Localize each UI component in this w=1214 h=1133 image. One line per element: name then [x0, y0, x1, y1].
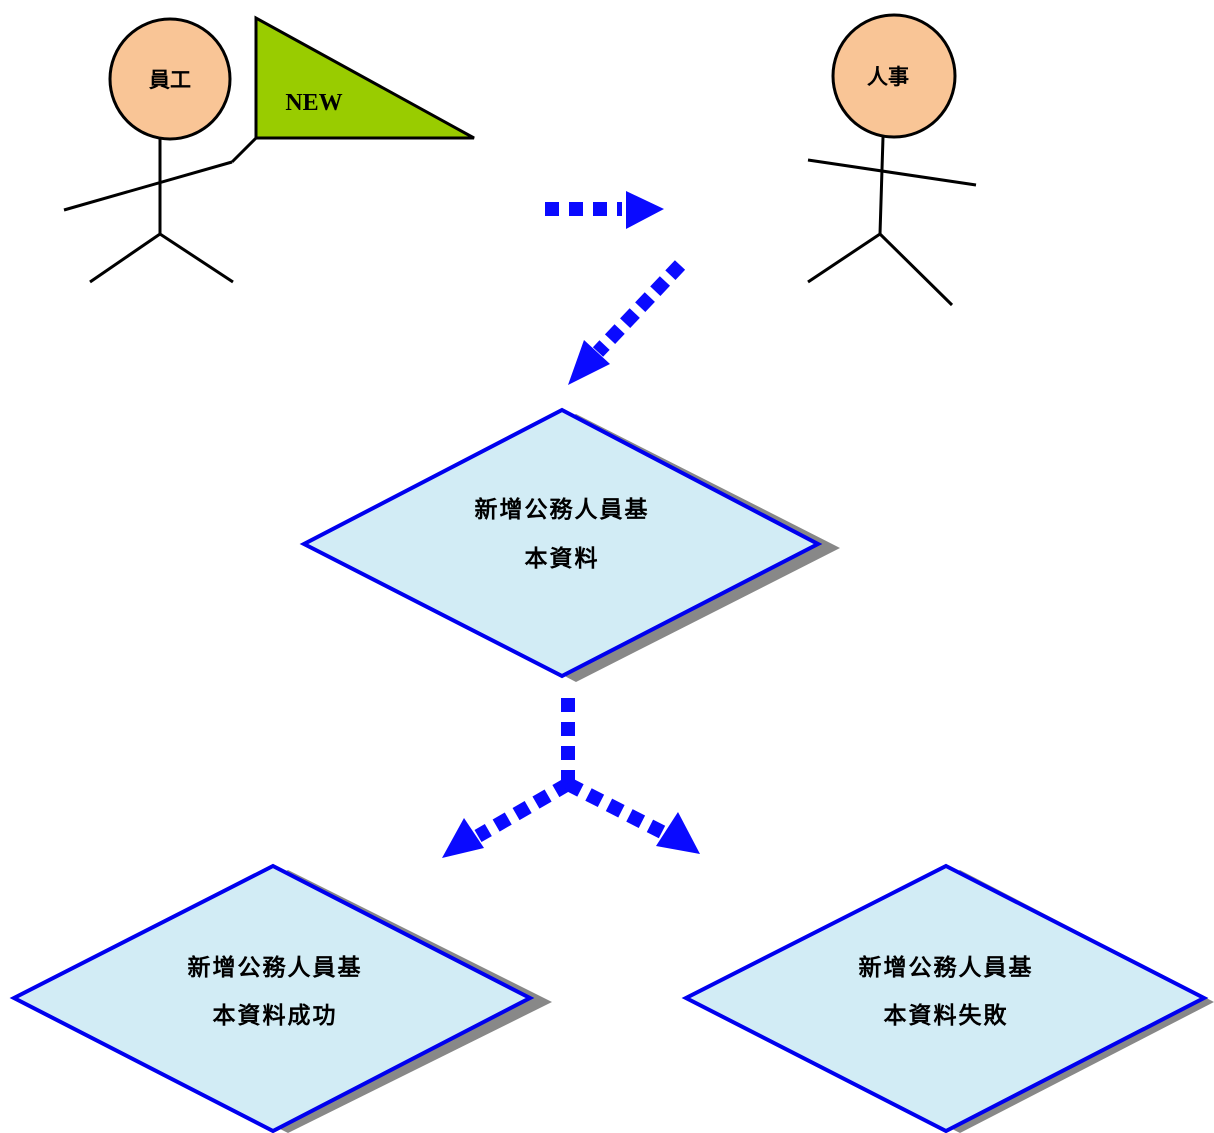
arrow-add-split: [442, 698, 700, 858]
node-success: 新增公務人員基 本資料成功: [9, 863, 552, 1133]
new-flag: NEW: [230, 15, 475, 164]
flag-pole: [230, 136, 258, 164]
actor-employee-leg-right: [159, 232, 234, 284]
actor-hr-label: 人事: [867, 64, 909, 89]
actor-hr-body: [878, 136, 885, 235]
node-success-label-line2: 本資料成功: [213, 1002, 338, 1029]
actor-employee-label: 員工: [148, 67, 191, 92]
node-failure-diamond: [681, 863, 1209, 1133]
actor-hr-leg-left: [807, 232, 881, 284]
node-failure-label-line2: 本資料失敗: [884, 1002, 1009, 1029]
actor-hr-head: [831, 13, 957, 139]
node-add: 新增公務人員基 本資料: [299, 407, 840, 682]
actor-hr-leg-right: [878, 232, 954, 307]
arrow-employee-to-hr: [545, 191, 664, 229]
node-success-diamond: [9, 863, 535, 1133]
node-failure: 新增公務人員基 本資料失敗: [681, 863, 1214, 1133]
node-add-diamond: [299, 407, 823, 679]
actor-hr-arms: [807, 158, 977, 187]
node-add-label-line2: 本資料: [525, 545, 600, 572]
node-failure-label-line1: 新增公務人員基: [859, 954, 1034, 981]
node-add-label-line1: 新增公務人員基: [475, 496, 650, 523]
actor-employee-leg-left: [89, 232, 161, 284]
actor-employee-arms: [63, 160, 233, 212]
node-success-label-line1: 新增公務人員基: [188, 954, 363, 981]
flag-label: NEW: [285, 90, 342, 116]
flag-pennant: [254, 15, 475, 140]
actor-hr: 人事: [807, 13, 977, 307]
arrow-hr-to-add: [568, 260, 686, 385]
actor-employee: 員工: [63, 17, 234, 284]
actor-employee-head: [108, 17, 232, 141]
